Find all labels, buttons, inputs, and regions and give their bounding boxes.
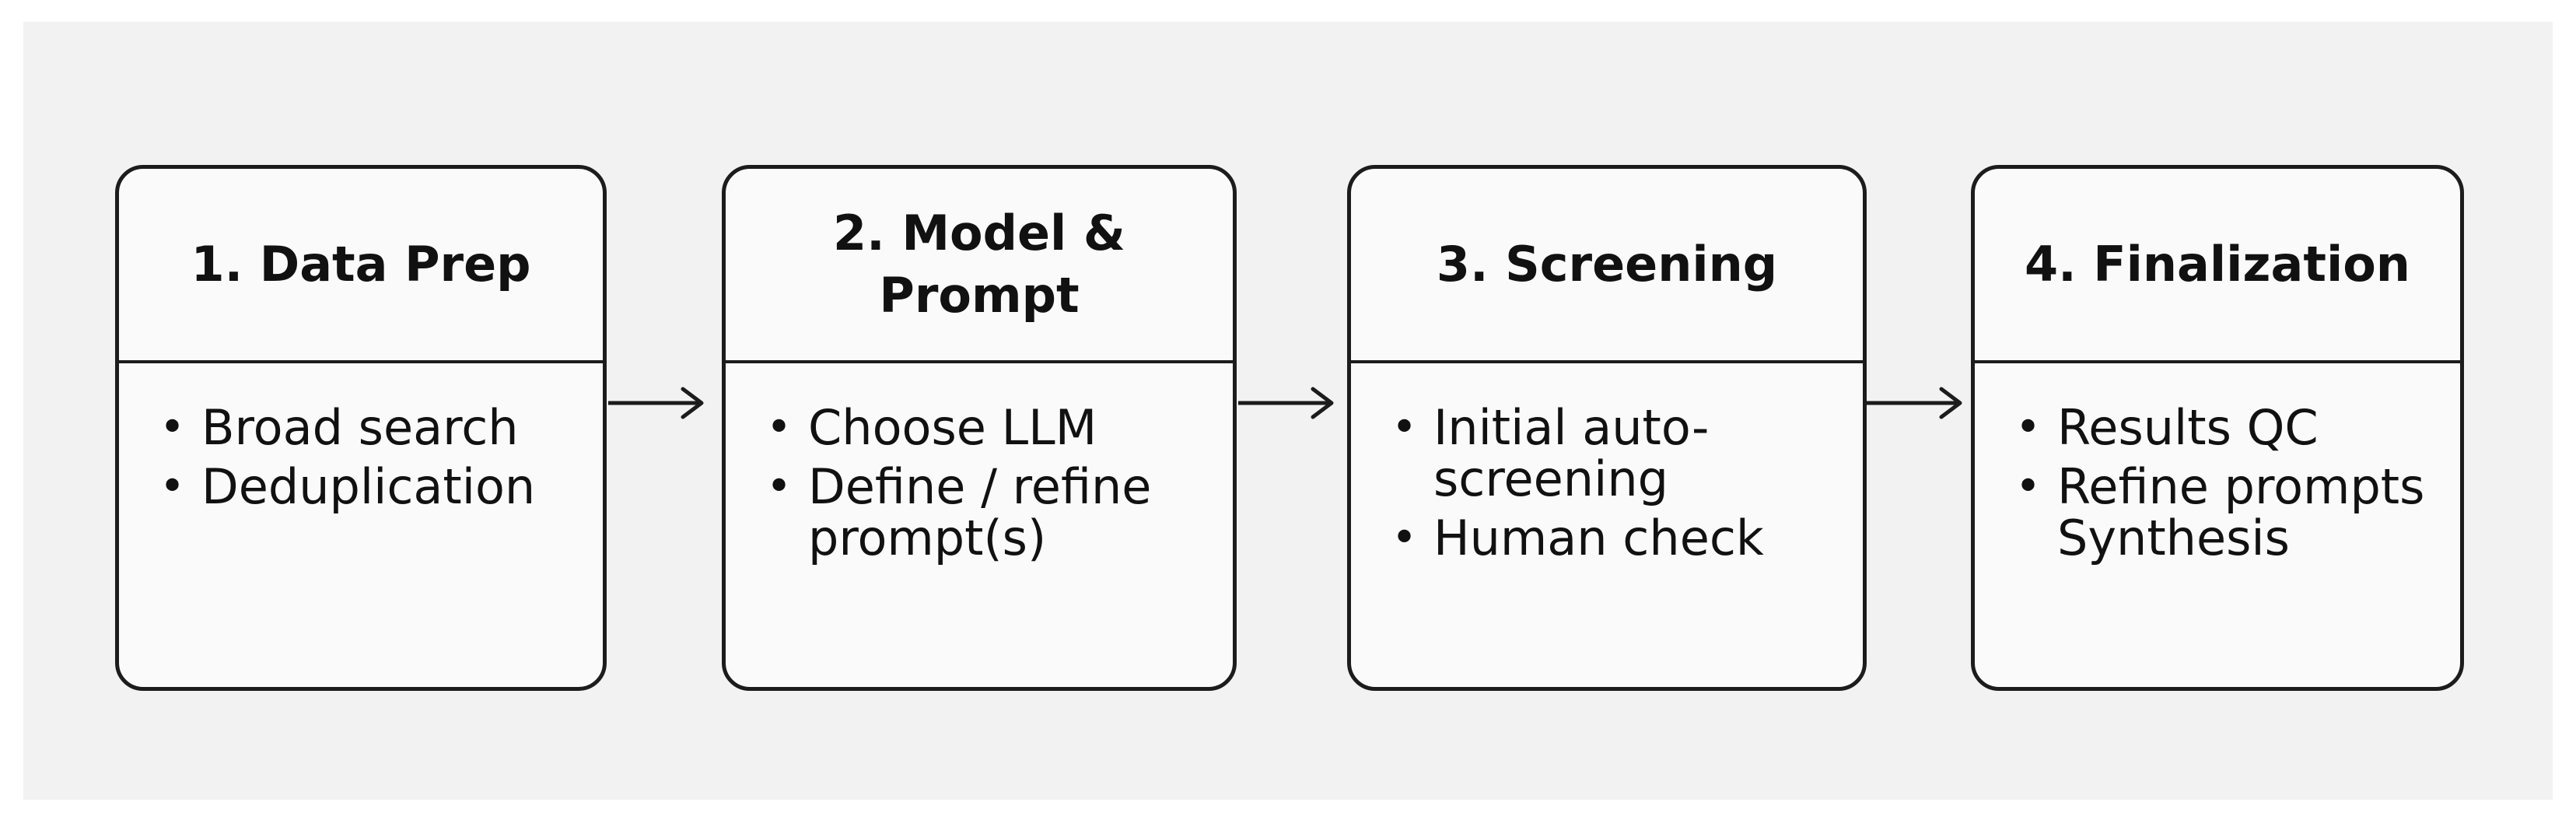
item-text: Define / refine prompt(s) xyxy=(808,458,1152,566)
bullet-icon: • xyxy=(1391,402,1418,453)
step-header: 4. Finalization xyxy=(1975,169,2460,363)
arrow-right-icon xyxy=(608,387,704,419)
bullet-icon: • xyxy=(2015,461,2042,512)
bullet-icon: • xyxy=(2015,402,2042,453)
step-title: 2. Model & Prompt xyxy=(833,205,1125,324)
item-text: Refine prompts xyxy=(2057,458,2425,515)
step-header: 2. Model & Prompt xyxy=(726,169,1233,363)
item-text: Choose LLM xyxy=(808,399,1097,456)
list-item: • Choose LLM xyxy=(766,402,1225,454)
item-text: Deduplication xyxy=(201,458,536,515)
list-item: • Human check xyxy=(1391,513,1855,564)
arrow-right-icon xyxy=(1867,387,1962,419)
item-text: Results QC xyxy=(2057,399,2319,456)
list-item: • Refine prompts xyxy=(2015,461,2452,513)
diagram-canvas: 1. Data Prep • Broad search • Deduplicat… xyxy=(23,22,2553,800)
step-item-list: • Broad search • Deduplication xyxy=(159,402,595,520)
bullet-icon: • xyxy=(766,402,793,453)
item-text: Initial auto- screening xyxy=(1433,399,1710,507)
step-header: 1. Data Prep xyxy=(119,169,603,363)
bullet-icon: • xyxy=(766,461,793,512)
list-item: • Broad search xyxy=(159,402,595,454)
step-title: 3. Screening xyxy=(1436,236,1778,293)
step-item-list: • Initial auto- screening • Human check xyxy=(1391,402,1855,572)
list-item: • Define / refine prompt(s) xyxy=(766,461,1225,564)
item-text: Broad search xyxy=(201,399,519,456)
item-continuation-text: Synthesis xyxy=(2057,510,2290,566)
step-item-list: • Results QC • Refine prompts Synthesis xyxy=(2015,402,2452,564)
step-title: 4. Finalization xyxy=(2025,236,2410,293)
step-box-model-prompt: 2. Model & Prompt • Choose LLM • Define … xyxy=(722,165,1237,691)
list-item: • Results QC xyxy=(2015,402,2452,454)
bullet-icon: • xyxy=(159,461,186,512)
step-box-screening: 3. Screening • Initial auto- screening •… xyxy=(1347,165,1867,691)
item-text: Human check xyxy=(1433,510,1764,566)
list-item: • Deduplication xyxy=(159,461,595,513)
arrow-right-icon xyxy=(1238,387,1334,419)
step-box-data-prep: 1. Data Prep • Broad search • Deduplicat… xyxy=(115,165,607,691)
list-item: • Initial auto- screening xyxy=(1391,402,1855,505)
bullet-icon: • xyxy=(1391,513,1418,563)
step-header: 3. Screening xyxy=(1351,169,1863,363)
step-item-list: • Choose LLM • Define / refine prompt(s) xyxy=(766,402,1225,572)
step-box-finalization: 4. Finalization • Results QC • Refine pr… xyxy=(1971,165,2464,691)
bullet-icon: • xyxy=(159,402,186,453)
step-title: 1. Data Prep xyxy=(191,236,531,293)
